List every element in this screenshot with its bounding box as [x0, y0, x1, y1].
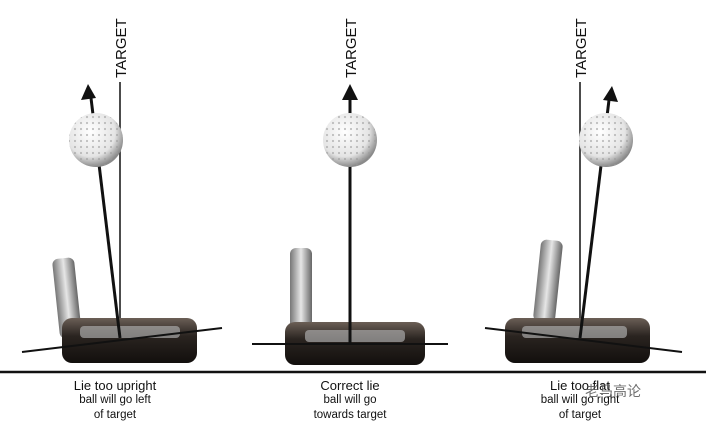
- arrow-icon: [81, 84, 96, 100]
- putter-head: [62, 318, 197, 363]
- caption-line: of target: [93, 409, 137, 421]
- sole-line: [484, 327, 683, 353]
- sole-line: [21, 327, 223, 353]
- putter-hosel: [290, 248, 312, 330]
- panel-correct: TARGET: [252, 18, 448, 365]
- arrow-icon: [342, 84, 358, 100]
- watermark: 老马高论: [585, 383, 641, 399]
- arrow-icon: [603, 86, 618, 102]
- caption-line: ball will go right: [540, 394, 620, 406]
- panel-upright: TARGET: [21, 18, 223, 363]
- caption-upright: Lie too upright ball will go left of tar…: [50, 378, 180, 423]
- caption-title: Correct lie: [320, 378, 380, 393]
- putter-hosel: [533, 239, 563, 323]
- caption-line: ball will go: [323, 394, 377, 406]
- caption-flat: Lie too flat ball will go right of targe…: [515, 378, 645, 423]
- caption-line: towards target: [313, 409, 387, 421]
- putter-head: [505, 318, 650, 363]
- caption-line: of target: [558, 409, 602, 421]
- target-label: TARGET: [113, 18, 130, 78]
- panel-flat: TARGET: [484, 18, 683, 363]
- caption-correct: Correct lie ball will go towards target: [285, 378, 415, 423]
- caption-title: Lie too flat: [550, 378, 610, 393]
- caption-title: Lie too upright: [73, 378, 157, 393]
- target-label: TARGET: [343, 18, 360, 78]
- caption-line: ball will go left: [79, 394, 151, 406]
- target-label: TARGET: [573, 18, 590, 78]
